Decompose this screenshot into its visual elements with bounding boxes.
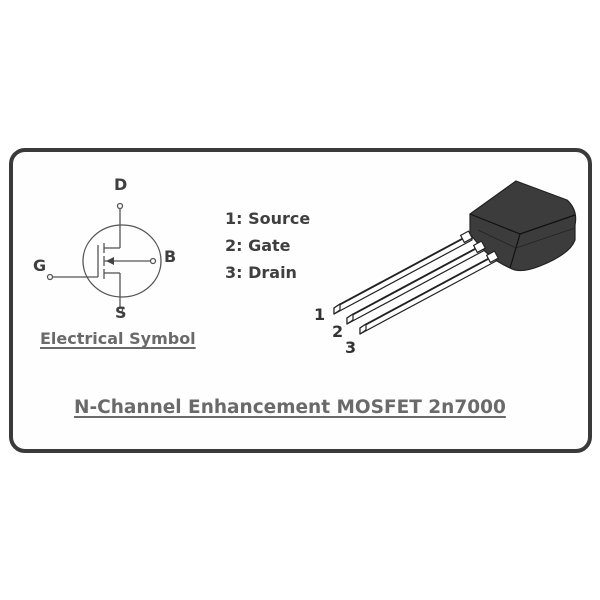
pinout-item-source: 1: Source — [225, 209, 311, 228]
pinout-item-gate: 2: Gate — [225, 236, 291, 255]
body-terminal-label: B — [164, 247, 177, 266]
lead-number-2: 2 — [332, 322, 344, 341]
electrical-symbol-caption: Electrical Symbol — [40, 329, 196, 348]
pinout-item-drain: 3: Drain — [225, 263, 297, 282]
lead-number-3: 3 — [345, 338, 357, 357]
drain-terminal-label: D — [114, 175, 128, 194]
gate-terminal-label: G — [33, 256, 47, 275]
lead-number-1: 1 — [314, 305, 326, 324]
mosfet-schematic-symbol — [46, 202, 162, 314]
source-terminal-label: S — [115, 303, 127, 322]
to92-package-drawing — [333, 180, 577, 335]
body-arrow-icon — [106, 257, 114, 265]
diagram-title: N-Channel Enhancement MOSFET 2n7000 — [74, 397, 506, 418]
pinout-list: 1: Source 2: Gate 3: Drain — [225, 205, 310, 286]
